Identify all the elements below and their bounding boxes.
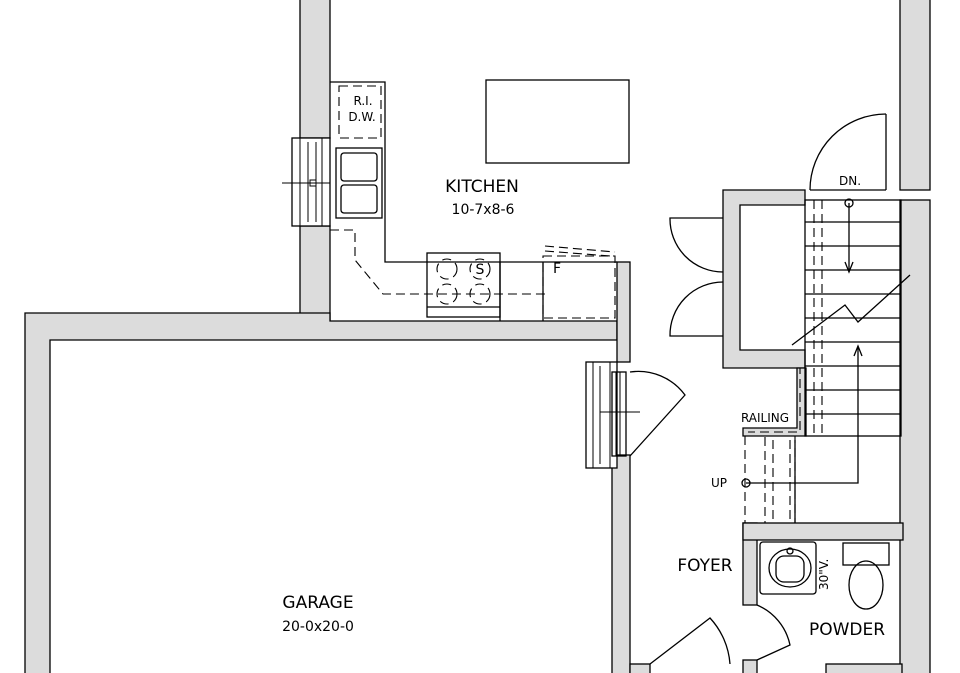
garage-east-wall-upper [616,261,631,363]
dishwasher-label-1: R.I. [353,94,372,108]
front-door [649,617,731,665]
stair-up-label: UP [711,476,727,490]
vanity: 30"V. [759,541,831,595]
kitchen-west-wall-lower [299,225,331,322]
toilet [842,542,890,610]
kitchen-dims: 10-7x8-6 [452,202,515,218]
walls [24,0,931,673]
railing-label: RAILING [741,411,789,425]
kitchen-island [485,79,630,164]
stove-label: S [476,262,485,278]
garage-dims: 20-0x20-0 [282,619,354,635]
stair-down-label: DN. [839,174,861,188]
powder-south-wall-stub [742,659,758,673]
east-wall-lower [899,199,931,673]
kitchen-window [282,137,331,227]
staircase [741,198,911,524]
powder-name: POWDER [809,620,885,640]
kitchen-name: KITCHEN [445,177,519,197]
powder-north-wall [742,522,904,541]
kitchen-counter [330,81,617,295]
fridge-label: F [553,261,561,277]
vanity-label: 30"V. [817,559,831,590]
stair-railing-wall [742,367,807,437]
fridge: F [542,245,616,319]
east-wall-upper [899,0,931,191]
kitchen-west-wall [299,0,331,139]
stair-landing-wall [722,189,806,369]
stair-top-door [809,113,887,191]
powder-door [756,604,791,661]
foyer-name: FOYER [677,556,732,576]
powder-bottom-stub [825,663,903,673]
garage-entry-door [600,370,686,457]
dishwasher: R.I. D.W. [338,85,382,139]
garage-east-wall-lower [611,454,631,673]
foyer-bottom-stub [629,663,651,673]
dishwasher-label-2: D.W. [348,110,375,124]
closet-double-door [669,217,724,337]
kitchen-sink [335,147,383,219]
garage-name: GARAGE [282,593,353,613]
